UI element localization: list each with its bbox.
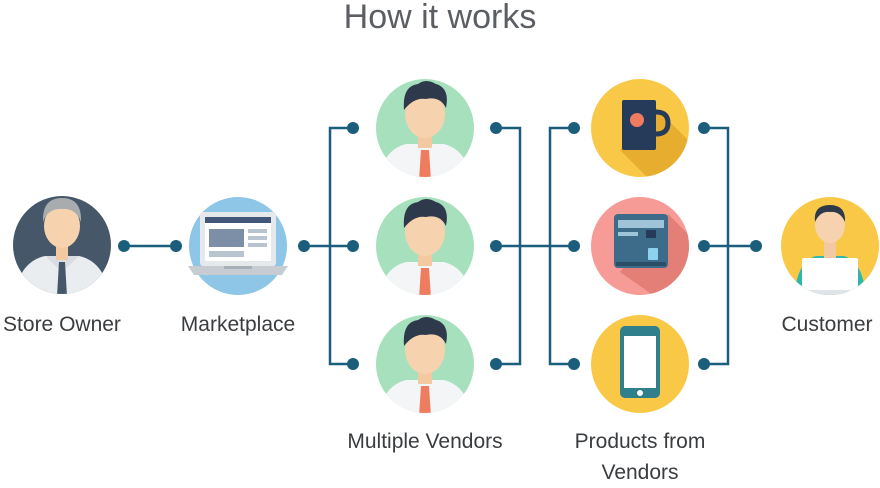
connector-dots <box>118 122 762 370</box>
vendor-avatar-icon <box>376 197 474 295</box>
store-owner-label: Store Owner <box>3 313 121 336</box>
store-owner-avatar-icon <box>13 196 111 294</box>
mug-icon <box>591 79 689 177</box>
laptop-marketplace-icon <box>188 197 288 295</box>
vendor-avatar-icon <box>376 79 474 177</box>
connector-lines <box>124 126 756 366</box>
marketplace-label: Marketplace <box>180 313 296 336</box>
smartphone-icon <box>591 315 689 413</box>
products-from-vendors-label: Products from Vendors <box>550 426 730 488</box>
page-title: How it works <box>343 0 537 36</box>
coffee-machine-icon <box>591 197 689 295</box>
products-label-line1: Products from <box>574 430 706 453</box>
vendor-avatar-icon <box>376 315 474 413</box>
customer-laptop-icon <box>781 197 879 295</box>
customer-label: Customer <box>781 313 873 336</box>
multiple-vendors-label: Multiple Vendors <box>347 430 503 453</box>
products-label-line2: Vendors <box>601 461 679 484</box>
